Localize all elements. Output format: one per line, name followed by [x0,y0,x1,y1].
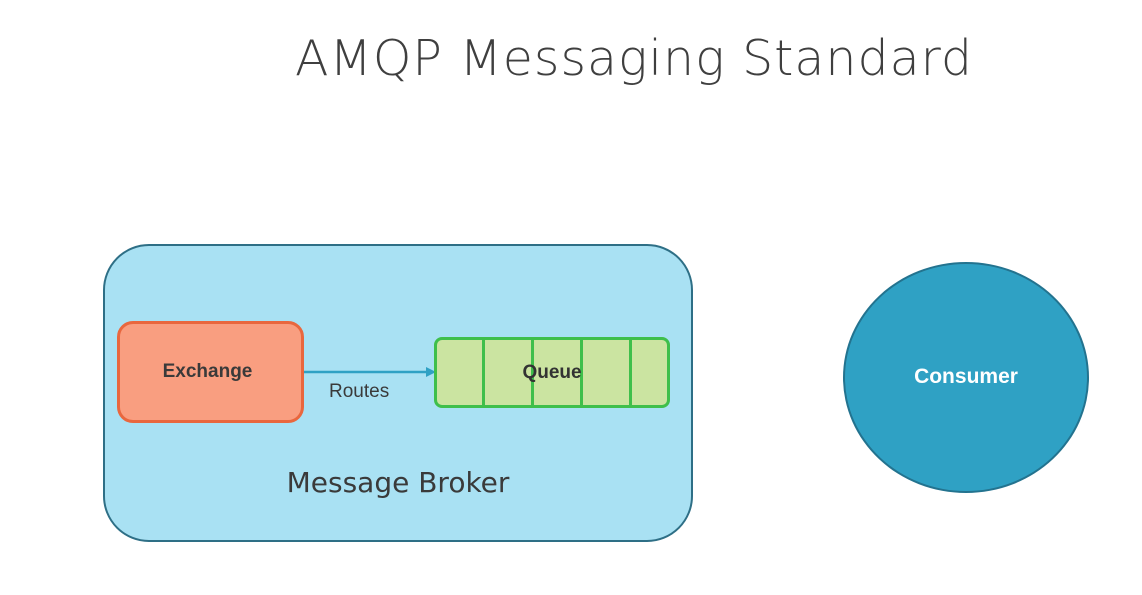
queue-slot-divider [482,340,485,405]
exchange-label: Exchange [162,361,253,382]
queue-slot-divider [580,340,583,405]
consumer-circle: Consumer [843,262,1089,493]
queue-slot-divider [629,340,632,405]
queue-slot-divider [531,340,534,405]
queue-box: Queue [434,337,670,408]
message-broker-label: Message Broker [286,466,510,499]
routes-arrow [304,367,436,377]
routes-arrow-head [426,367,436,377]
slide-title: AMQP Messaging Standard [295,30,973,87]
consumer-label: Consumer [914,364,1018,388]
queue-label: Queue [522,361,582,383]
routes-label: Routes [329,381,390,402]
exchange-box: Exchange [117,321,304,423]
